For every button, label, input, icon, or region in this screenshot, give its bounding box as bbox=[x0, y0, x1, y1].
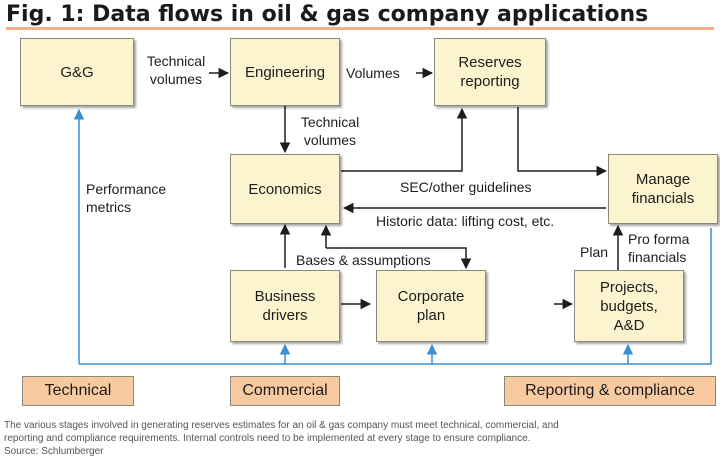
box-projects: Projects,budgets,A&D bbox=[574, 270, 684, 342]
label-volumes: Volumes bbox=[346, 65, 400, 81]
box-reserves-reporting: Reserves reporting bbox=[434, 38, 546, 106]
caption-line-2: reporting and compliance requirements. I… bbox=[4, 433, 531, 444]
box-business-label-line2: drivers bbox=[262, 307, 308, 324]
box-engineering: Engineering bbox=[230, 38, 340, 106]
arrow-economics-reserves bbox=[341, 107, 468, 172]
box-corporate-plan: Corporate plan bbox=[376, 270, 486, 342]
arrow-reserves-manage bbox=[517, 107, 608, 177]
box-corporate-label-line2: plan bbox=[416, 307, 446, 324]
box-projects-label-line3: A&D bbox=[613, 316, 645, 334]
box-economics: Economics bbox=[230, 154, 340, 224]
caption-source: Source: Schlumberger bbox=[4, 446, 104, 457]
arrow-bases-corporate bbox=[326, 247, 472, 270]
category-technical: Technical bbox=[22, 376, 134, 406]
box-business-drivers: Business drivers bbox=[230, 270, 340, 342]
box-projects-label-line1: Projects, bbox=[599, 278, 659, 296]
caption-line-1: The various stages involved in generatin… bbox=[4, 420, 559, 431]
box-engineering-label: Engineering bbox=[244, 63, 326, 81]
figure-title: Fig. 1: Data flows in oil & gas company … bbox=[6, 0, 714, 30]
label-plan: Plan bbox=[580, 244, 609, 260]
box-projects-label-line2: budgets, bbox=[600, 297, 658, 315]
box-reserves-label-line2: reporting bbox=[460, 73, 520, 90]
box-economics-label: Economics bbox=[248, 180, 322, 198]
label-bases-assumptions: Bases & assumptions bbox=[296, 252, 431, 268]
category-reporting-compliance: Reporting & compliance bbox=[504, 376, 716, 406]
blue-frame-line bbox=[79, 228, 712, 365]
box-reserves-label-line1: Reserves bbox=[458, 54, 522, 71]
figure-caption: The various stages involved in generatin… bbox=[4, 419, 716, 458]
box-manage-label-line2: financials bbox=[631, 190, 695, 207]
label-sec-guidelines: SEC/other guidelines bbox=[400, 179, 532, 195]
category-commercial: Commercial bbox=[230, 376, 340, 406]
box-gg: G&G bbox=[20, 38, 134, 106]
box-corporate-label-line1: Corporate bbox=[397, 288, 465, 305]
box-manage-financials: Manage financials bbox=[608, 154, 718, 224]
label-historic-data: Historic data: lifting cost, etc. bbox=[376, 213, 555, 229]
box-gg-label: G&G bbox=[60, 63, 94, 81]
box-business-label-line1: Business bbox=[254, 288, 316, 305]
box-manage-label-line1: Manage bbox=[635, 171, 691, 188]
